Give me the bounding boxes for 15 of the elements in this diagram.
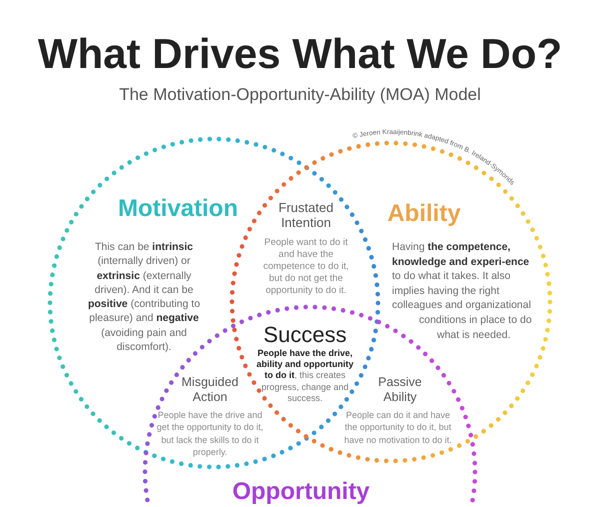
description-text: This can be intrinsic (internally driven) or extrinsic (externally driven). And it can be positive (contributing to pleasure) and negative (avoiding pain and discomfort). <box>86 240 202 354</box>
overlap-title: Passive Ability <box>377 375 423 404</box>
set-title: Opportunity <box>232 480 370 504</box>
set-title: Motivation <box>118 195 238 223</box>
description-text: Having the competence, knowledge and experi-ence to do what it takes. It also implies having the right colleagues and organizational conditions in place to do what is needed. <box>392 240 532 343</box>
subtitle: The Motivation-Opportunity-Ability (MOA) Model <box>119 85 481 105</box>
set-title: Ability <box>387 200 461 228</box>
description-text: People have the drive, ability and opportunity to do it, this creates progress, change and success. <box>256 348 354 404</box>
description-text: People can do it and have the opportunity to do it, but have no motivation to do it. <box>343 409 453 446</box>
description-text: People have the drive and get the opportunity to do it, but lack the skills to do it properly. <box>156 409 264 458</box>
diagram-title: What Drives What We Do? <box>38 29 562 79</box>
description-text: People want to do it and have the competence to do it, but do not get the opportunity to do it. <box>262 237 350 297</box>
overlap-title: Misguided Action <box>180 375 240 404</box>
overlap-title: Frustated Intention <box>278 200 334 230</box>
overlap-title: Success <box>263 322 347 348</box>
